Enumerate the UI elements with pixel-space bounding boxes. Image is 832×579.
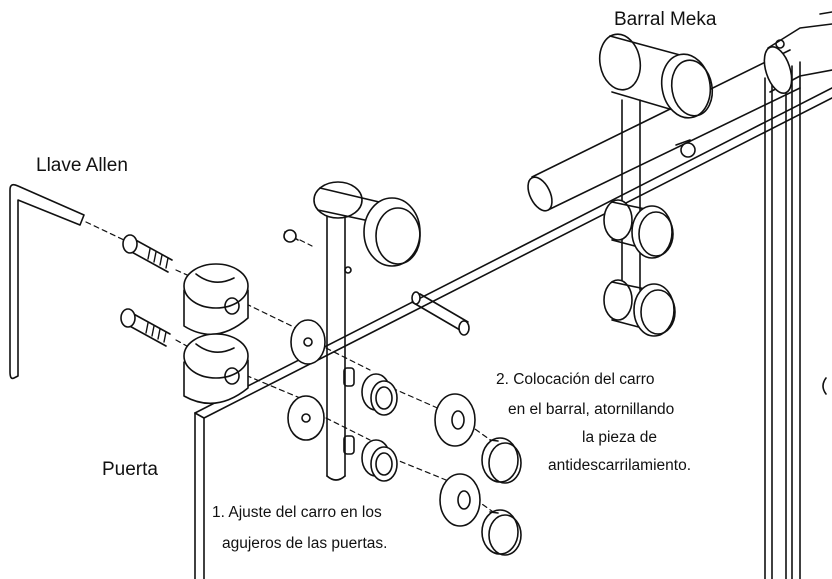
barral-tube [527,11,832,212]
anti-derail-pin [411,291,470,336]
cap-lower [481,509,522,556]
door-carriage [313,181,421,481]
label-llave-allen: Llave Allen [36,155,128,176]
step1-line1: 1. Ajuste del carro en los [212,504,382,521]
bushing-upper [361,373,398,416]
bolt-lower [120,308,171,347]
bushing-lower [361,439,398,482]
step1-line2: agujeros de las puertas. [222,535,388,552]
bolt-upper [122,234,173,273]
block-upper [183,263,249,336]
step2-line4: antidescarrilamiento. [548,457,692,474]
label-puerta: Puerta [102,459,158,480]
step2-line3: la pieza de [582,429,657,446]
cap-upper [481,437,522,484]
washer-right-upper [434,393,476,447]
washer-left-upper [290,319,326,365]
mounted-carriage [598,33,714,337]
washer-left-lower [287,395,325,441]
step2-line1: 2. Colocación del carro [496,371,655,388]
step2-line2: en el barral, atornillando [508,401,675,418]
allen-key [9,183,85,380]
wall-profile [764,61,801,579]
washer-right-lower [439,473,481,527]
set-screw [283,229,299,243]
label-barral-meka: Barral Meka [614,9,717,30]
block-lower [183,333,249,405]
edge-mark [822,377,827,395]
